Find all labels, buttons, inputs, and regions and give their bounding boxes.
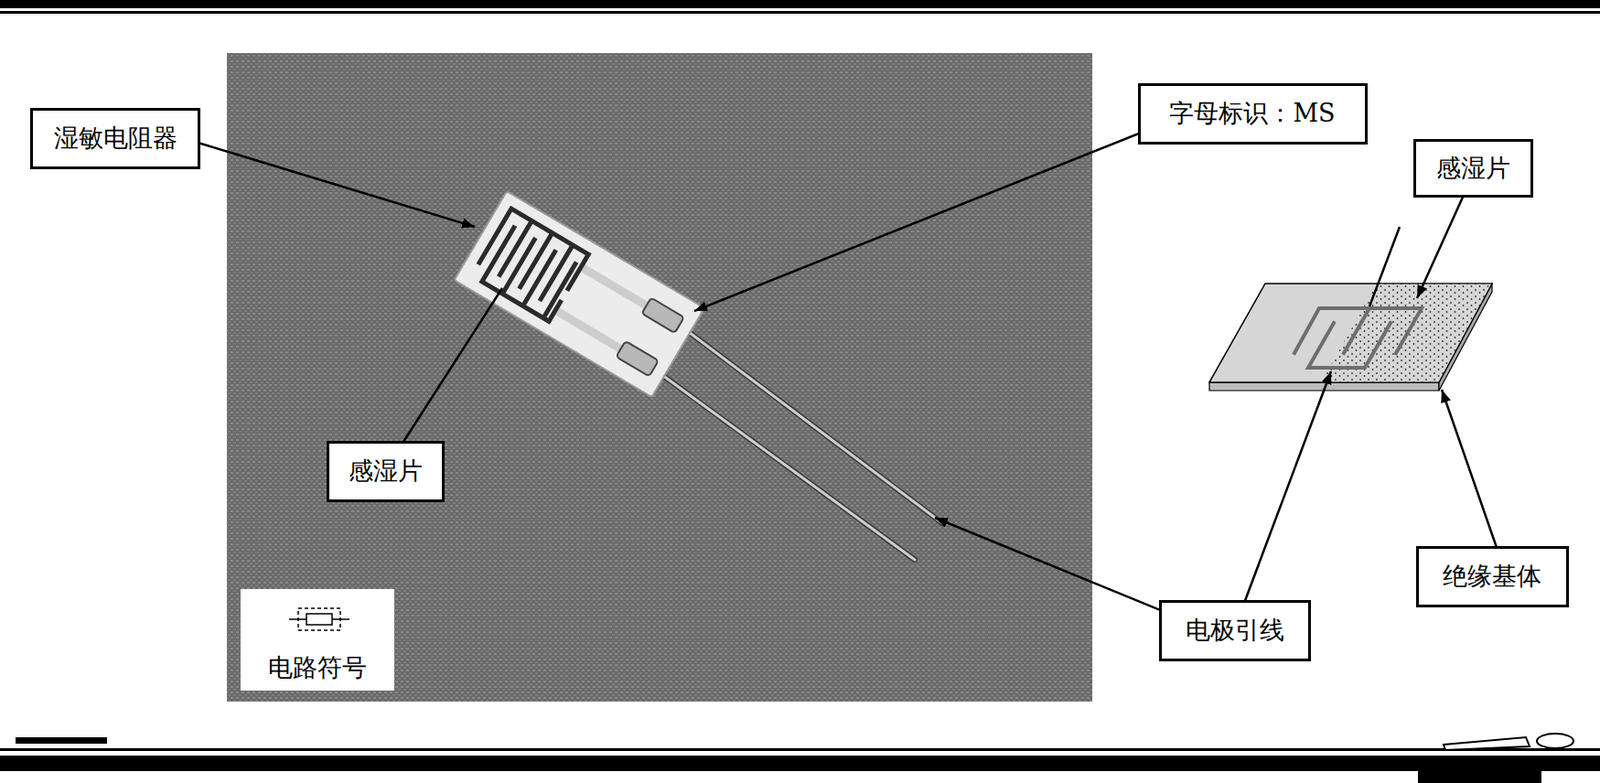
bottom-mark — [15, 737, 108, 744]
bottom-rule — [0, 748, 1600, 752]
label-box: 绝缘基体 — [1416, 546, 1569, 608]
label-box: 感湿片 — [1413, 139, 1534, 198]
lead-wire — [652, 367, 915, 560]
bottom-bar — [0, 755, 1600, 772]
leader-line — [1441, 389, 1501, 559]
label-text: 绝缘基体 — [1442, 561, 1542, 591]
bottom-block — [1417, 771, 1542, 783]
top-rule — [0, 10, 1600, 14]
label-text: 感湿片 — [348, 456, 423, 486]
leader-line — [694, 113, 1190, 312]
leader-line — [182, 138, 475, 227]
leader-line — [1240, 371, 1332, 613]
leader-line — [934, 517, 1190, 623]
leader-lines — [182, 113, 1501, 623]
label-box: 电极引线 — [1159, 600, 1311, 662]
label-text: 湿敏电阻器 — [53, 123, 178, 153]
leader-line — [1417, 182, 1470, 299]
label-box: 字母标识：MS — [1138, 83, 1368, 145]
label-text: 字母标识：MS — [1169, 98, 1335, 129]
label-text: 感湿片 — [1436, 153, 1511, 183]
humidity-resistor — [453, 191, 705, 398]
leader-line — [393, 288, 503, 458]
resistor-symbol — [289, 608, 350, 631]
label-box: 湿敏电阻器 — [30, 107, 201, 170]
symbol-box: 电路符号 — [240, 589, 395, 691]
label-text: 电极引线 — [1185, 615, 1285, 645]
label-text: 电路符号 — [268, 653, 367, 683]
label-box: 感湿片 — [326, 440, 445, 503]
electrode-lead — [1369, 226, 1400, 307]
lead-wire-shine — [652, 367, 915, 560]
lead-wire-shine — [677, 323, 943, 524]
top-bar — [0, 0, 1600, 9]
lead-wire — [677, 323, 943, 524]
sensor-schematic — [1209, 226, 1493, 391]
pen-ornament — [1443, 733, 1574, 751]
photo-background — [226, 53, 1093, 702]
